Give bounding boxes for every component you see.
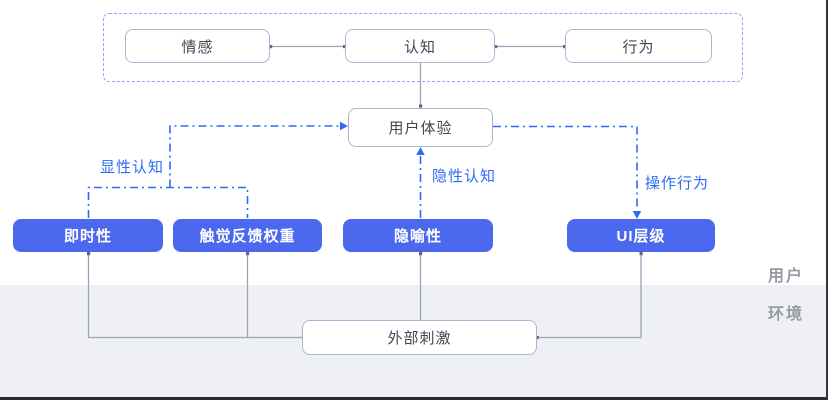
node-external-stimulus: 外部刺激 — [302, 320, 537, 355]
node-user-experience: 用户体验 — [348, 108, 493, 147]
factor-immediacy: 即时性 — [13, 219, 163, 252]
factor-haptic-feedback-weight-label: 触觉反馈权重 — [199, 228, 296, 245]
edge-label-explicit-cognition: 显性认知 — [100, 159, 165, 176]
factor-immediacy-label: 即时性 — [63, 228, 112, 245]
node-cognition-label: 认知 — [403, 38, 436, 56]
node-external-stimulus-label: 外部刺激 — [387, 330, 452, 347]
node-cognition: 认知 — [345, 29, 495, 63]
node-emotion-label: 情感 — [181, 38, 214, 56]
edge-label-implicit-cognition: 隐性认知 — [432, 168, 497, 185]
zone-label-user: 用户 — [768, 268, 805, 285]
zone-label-environment: 环境 — [768, 306, 805, 323]
edge-label-operation-behavior: 操作行为 — [645, 175, 710, 192]
screenshot-right-edge — [826, 0, 828, 400]
node-behavior-label: 行为 — [622, 38, 655, 56]
node-emotion: 情感 — [125, 29, 270, 63]
factor-ui-hierarchy-label: UI层级 — [616, 228, 666, 245]
factor-metaphor: 隐喻性 — [343, 219, 493, 252]
node-user-experience-label: 用户体验 — [388, 120, 453, 137]
node-behavior: 行为 — [565, 29, 712, 63]
factor-ui-hierarchy: UI层级 — [567, 219, 715, 252]
psychology-group-frame — [103, 13, 743, 82]
factor-metaphor-label: 隐喻性 — [393, 228, 442, 245]
screenshot-bottom-edge — [0, 397, 828, 400]
factor-haptic-feedback-weight: 触觉反馈权重 — [173, 219, 322, 252]
